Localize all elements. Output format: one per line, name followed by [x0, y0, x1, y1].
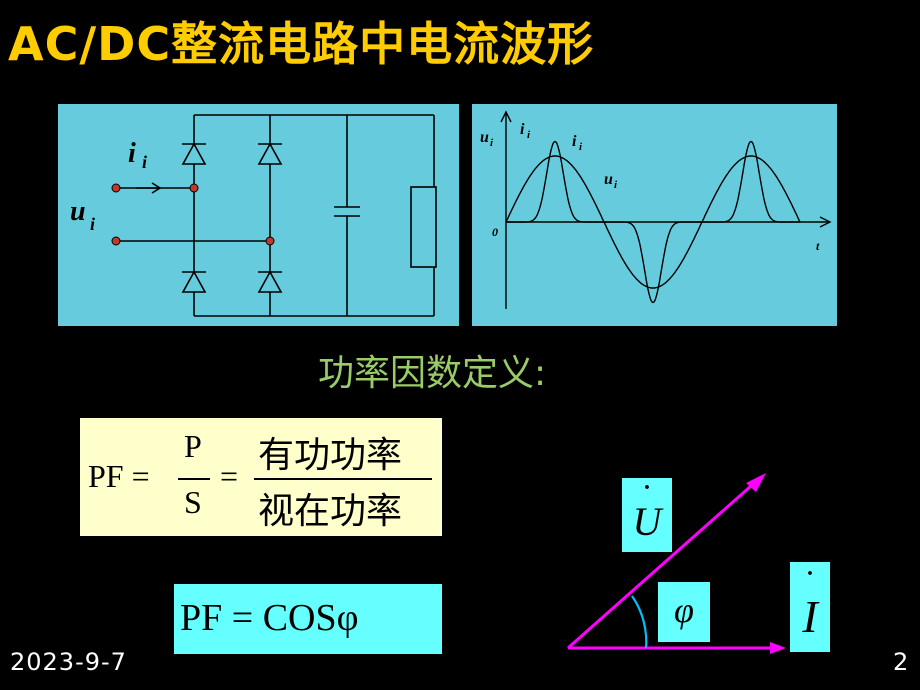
u-axis-label: u: [480, 129, 489, 146]
fraction-bar-1: [178, 478, 210, 480]
pf-den-text: 视在功率: [258, 491, 403, 532]
voltage-label: u: [70, 196, 86, 227]
current-pulse-curve: [506, 140, 800, 304]
i-dot: ·: [805, 561, 814, 587]
u-curve-subscript: i: [614, 179, 618, 191]
pf-heading: 功率因数定义:: [318, 353, 547, 394]
footer-date: 2023-9-7: [10, 648, 127, 676]
phase-angle-arc: [631, 595, 648, 649]
phi-label: φ: [674, 590, 694, 630]
u-dot: ·: [642, 475, 651, 501]
pf-numerator: P: [184, 428, 202, 464]
u-phasor-label: U: [632, 499, 662, 544]
pf-cos-text: PF = COSφ: [180, 597, 359, 639]
waveform-diagram: u i i i i i u i 0 t: [472, 104, 837, 326]
current-phasor-arrowhead: [770, 642, 786, 654]
rectifier-circuit-diagram: i i u i: [58, 104, 459, 326]
i-axis-subscript: i: [527, 129, 531, 141]
fraction-bar-2: [254, 478, 432, 480]
voltage-phasor-label-box: · U: [622, 475, 672, 552]
pf-definition-formula: PF = P S = 有功功率 视在功率: [80, 418, 442, 536]
u-curve-label: u: [604, 171, 613, 188]
pf-denominator: S: [184, 484, 202, 520]
page-number: 2: [893, 648, 909, 676]
i-phasor-label: I: [802, 591, 818, 642]
phasor-diagram: [567, 473, 786, 654]
voltage-subscript: i: [90, 214, 95, 234]
t-axis-label: t: [816, 239, 820, 253]
pf-eq2: =: [220, 458, 239, 494]
i-curve-label: i: [572, 133, 577, 150]
voltage-sine-curve: [505, 155, 801, 289]
i-curve-subscript: i: [579, 141, 583, 153]
pf-num-text: 有功功率: [258, 435, 403, 476]
angle-label-box: φ: [658, 582, 710, 642]
current-subscript: i: [142, 152, 147, 172]
origin-label: 0: [492, 225, 498, 239]
current-phasor-label-box: · I: [790, 562, 830, 652]
u-axis-subscript: i: [490, 137, 494, 149]
pf-cos-formula: PF = COSφ: [174, 584, 442, 654]
voltage-phasor-arrowhead: [746, 473, 766, 492]
voltage-phasor-line: [567, 476, 761, 650]
i-axis-label: i: [520, 121, 525, 138]
current-label: i: [128, 138, 136, 169]
slide-title: AC/DC整流电路中电流波形: [8, 17, 595, 71]
pf-lhs: PF =: [88, 458, 150, 494]
